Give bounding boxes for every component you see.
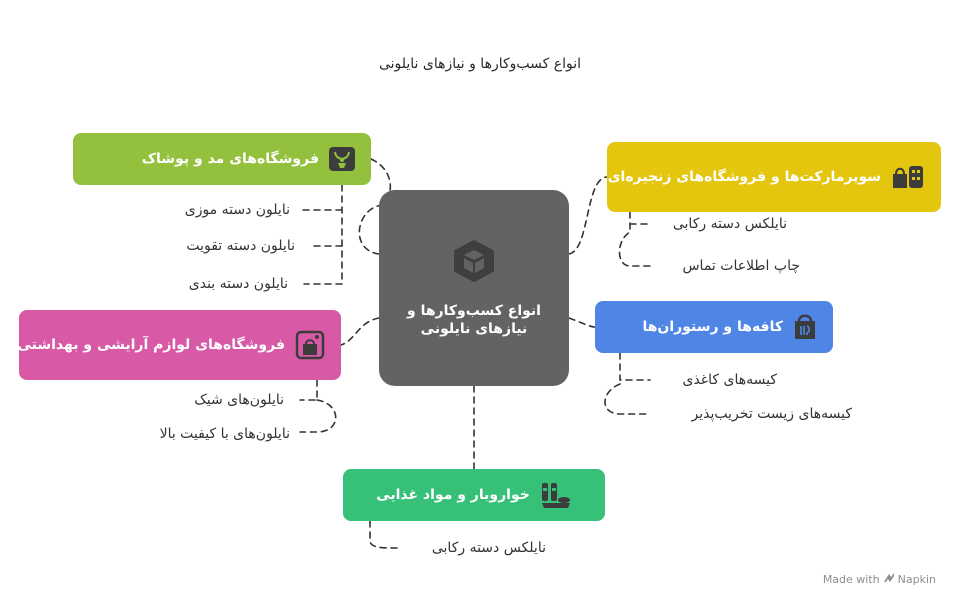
branch-fashion: فروشگاه‌های مد و پوشاک <box>73 133 371 185</box>
leaf-supermarket-2: چاپ اطلاعات تماس <box>682 258 800 274</box>
necklace-icon <box>329 147 355 171</box>
leaf-fashion-1: نایلون دسته موزی <box>184 202 290 218</box>
central-topic-label: انواع کسب‌وکارها و نیازهای نایلونی <box>399 302 549 338</box>
branch-supermarket: سوپرمارکت‌ها و فروشگاه‌های زنجیره‌ای <box>607 142 941 212</box>
food-bag-icon <box>793 313 817 341</box>
branch-cafe: کافه‌ها و رستوران‌ها <box>595 301 833 353</box>
leaf-cafe-1: کیسه‌های کاغذی <box>682 372 778 388</box>
leaf-cafe-2: کیسه‌های زیست تخریب‌پذیر <box>691 406 852 422</box>
napkin-watermark: Made with Napkin <box>823 572 936 587</box>
branch-food: خواروبار و مواد غذایی <box>343 469 605 521</box>
leaf-supermarket-1: نایلکس دسته رکابی <box>672 216 787 232</box>
leaf-fashion-2: نایلون دسته تقویت <box>186 238 295 254</box>
shopping-bag-icon <box>891 164 925 190</box>
diagram-title: انواع کسب‌وکارها و نیازهای نایلونی <box>378 56 582 72</box>
central-topic-line-2: نیازهای نایلونی <box>420 321 528 337</box>
branch-cosmetics-label: فروشگاه‌های لوازم آرایشی و بهداشتی <box>17 337 285 353</box>
leaf-fashion-3: نایلون دسته بندی <box>188 276 288 292</box>
leaf-food-1: نایلکس دسته رکابی <box>431 540 546 556</box>
leaf-cosmetics-1: نایلون‌های شیک <box>194 392 284 408</box>
central-topic: انواع کسب‌وکارها و نیازهای نایلونی <box>379 190 569 386</box>
napkin-logo-icon <box>883 572 895 587</box>
leaf-cosmetics-2: نایلون‌های با کیفیت بالا <box>159 426 290 442</box>
branch-cafe-label: کافه‌ها و رستوران‌ها <box>642 319 783 335</box>
branch-food-label: خواروبار و مواد غذایی <box>376 487 530 503</box>
branch-cosmetics: فروشگاه‌های لوازم آرایشی و بهداشتی <box>17 310 341 380</box>
cosmetic-bag-icon <box>295 330 325 360</box>
footer-made-with: Made with <box>822 573 880 586</box>
groceries-icon <box>540 481 572 509</box>
central-topic-line-1: انواع کسب‌وکارها و <box>407 303 541 319</box>
footer-brand: Napkin <box>897 573 936 586</box>
branch-fashion-label: فروشگاه‌های مد و پوشاک <box>141 151 319 167</box>
branch-supermarket-label: سوپرمارکت‌ها و فروشگاه‌های زنجیره‌ای <box>607 169 881 185</box>
cube-icon <box>451 238 497 288</box>
